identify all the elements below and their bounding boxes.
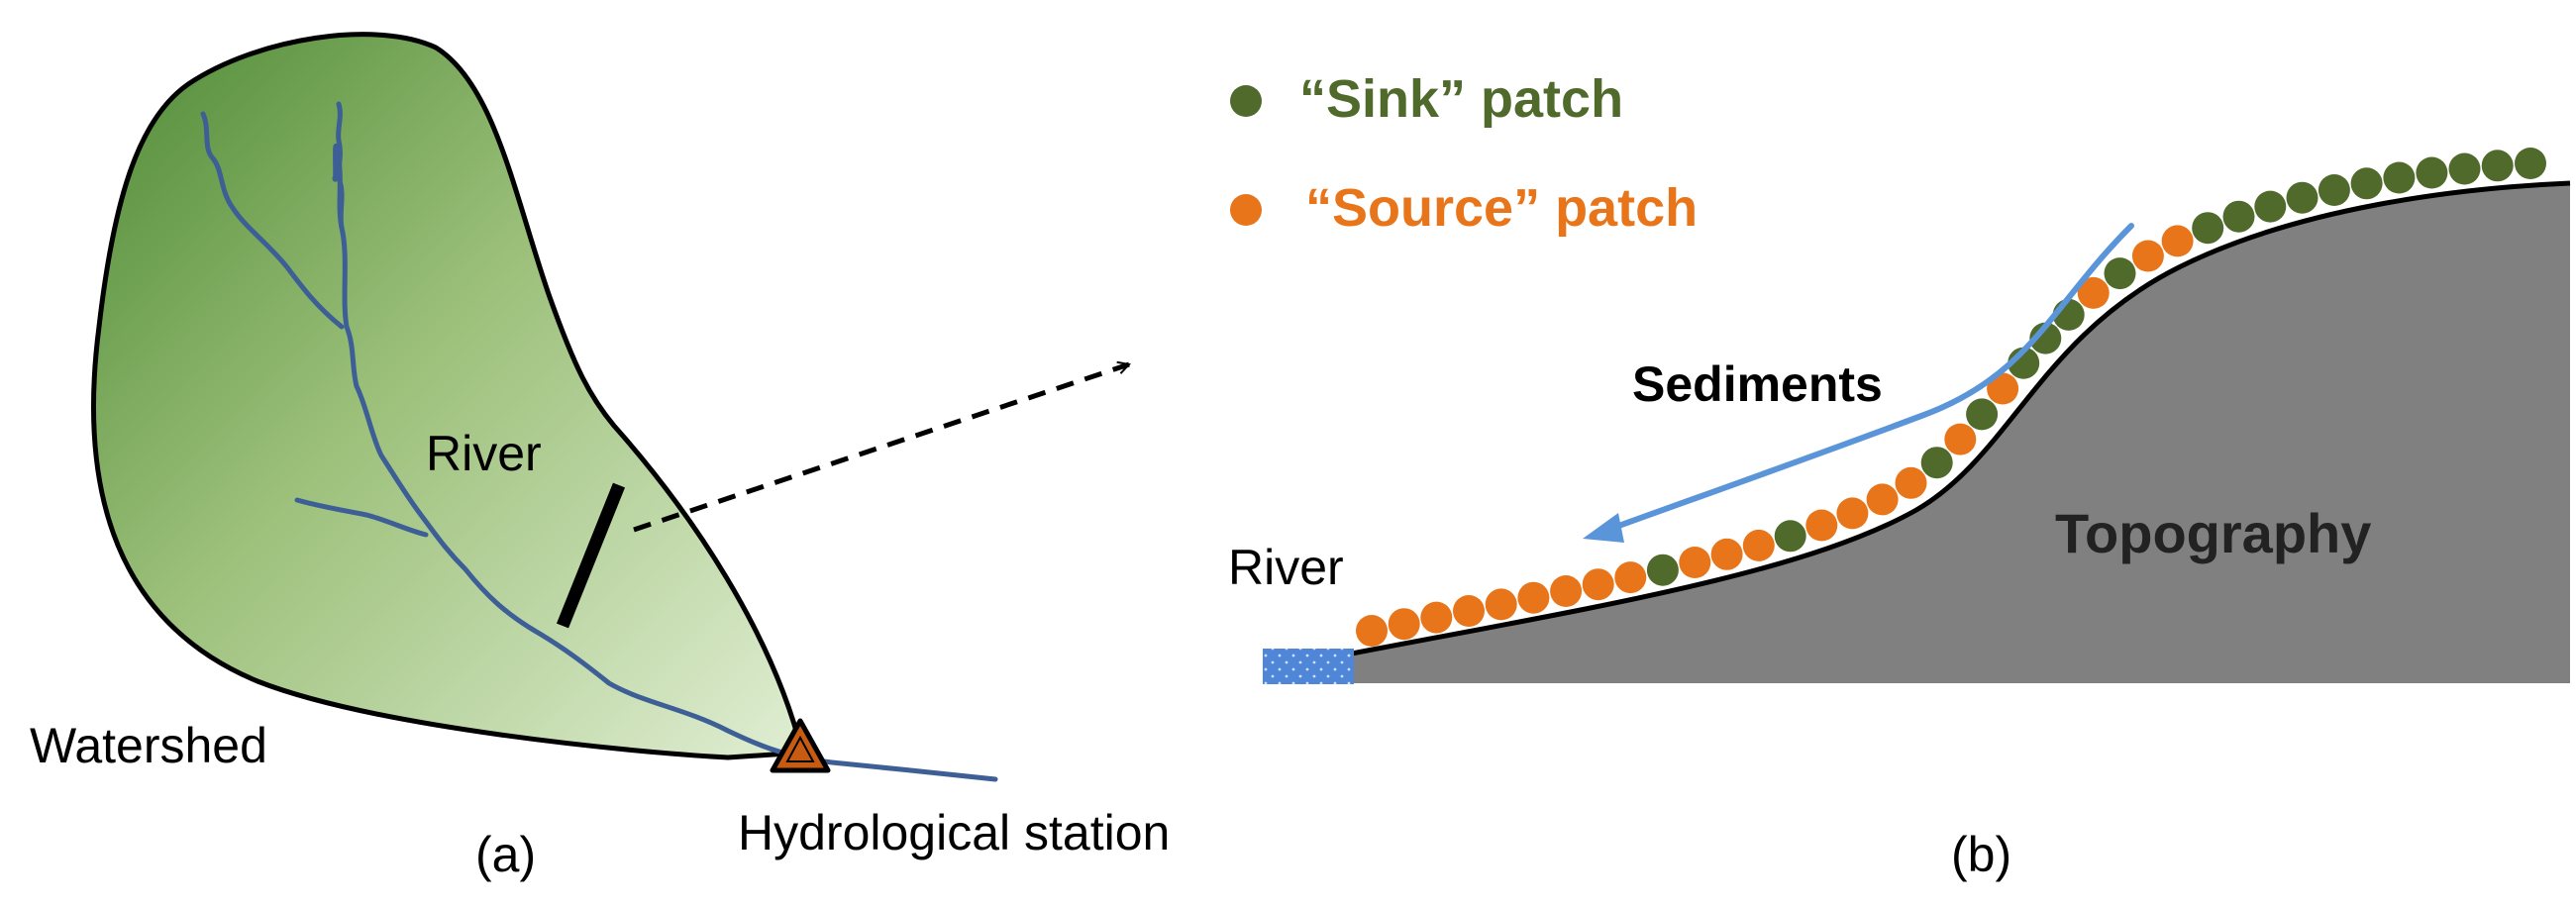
transect-line [556,482,626,629]
caption-b: (b) [1951,827,2011,882]
source-patch [1679,547,1711,578]
sink-patch [2481,150,2514,182]
source-patch [1987,372,2019,405]
sink-patch [2416,156,2448,189]
source-patch [1895,466,1927,499]
sediment-arrowhead [1583,513,1624,543]
sediment-arrow [1597,223,2134,536]
sink-patch [2104,257,2136,290]
source-patch [1582,568,1614,601]
legend-source-label: “Source” patch [1305,178,1698,238]
source-patch [1356,615,1388,647]
source-patch [1614,561,1647,594]
source-patch [2077,276,2110,309]
river-label-b: River [1228,540,1344,595]
source-patch [1388,608,1420,641]
left-tributary [200,111,345,330]
source-patch [1742,529,1775,561]
source-patch [1836,497,1869,530]
sink-patch [2350,167,2383,200]
sink-patch [1646,554,1679,586]
sink-patch [2515,148,2546,179]
source-patch [1485,588,1517,621]
sink-patch [1920,447,1953,479]
caption-a: (a) [475,827,536,882]
river-water [1263,649,1354,684]
hydrological-station-icon [770,718,831,773]
legend: “Sink” patch “Source” patch [1230,69,1698,238]
legend-sink-label: “Sink” patch [1299,69,1623,129]
upper-river [336,101,345,231]
topography-label: Topography [2055,502,2371,564]
legend-source-marker [1230,194,1262,226]
lower-tributary [294,497,429,538]
source-patch [1805,509,1838,542]
river-label-a: River [426,426,542,481]
main-river [332,143,998,782]
sink-patch [2318,174,2350,206]
source-patch [1517,581,1550,614]
sink-patch [2254,190,2287,223]
topography-surface [1351,180,2571,656]
sink-patch [2222,200,2255,233]
panel-a: River Watershed Hydrological station (a) [30,32,1170,882]
zoom-arrow [633,364,1129,533]
sediments-label: Sediments [1632,356,1883,412]
sink-patch [2029,322,2062,354]
watershed-label: Watershed [30,718,267,773]
source-patch [1420,601,1453,634]
sink-patch [2286,181,2318,214]
sink-patch [1966,398,1999,431]
source-patch [1453,595,1485,627]
source-patch [1944,423,1977,455]
river-network [200,101,998,782]
source-patch [2161,225,2194,257]
source-patch [1710,538,1743,570]
sink-patch [1774,520,1806,553]
source-patch [1550,575,1583,607]
sink-patch [2192,212,2224,245]
legend-sink-marker [1230,85,1262,117]
sink-patch [2383,161,2416,194]
watershed-shape [91,32,805,760]
sink-patch [2448,152,2481,185]
station-label: Hydrological station [738,805,1170,860]
topography-shape [1352,183,2570,683]
source-patch [1866,483,1899,516]
panel-b: “Sink” patch “Source” patch Sediments Ri… [1228,69,2571,882]
source-patch [2131,240,2164,272]
